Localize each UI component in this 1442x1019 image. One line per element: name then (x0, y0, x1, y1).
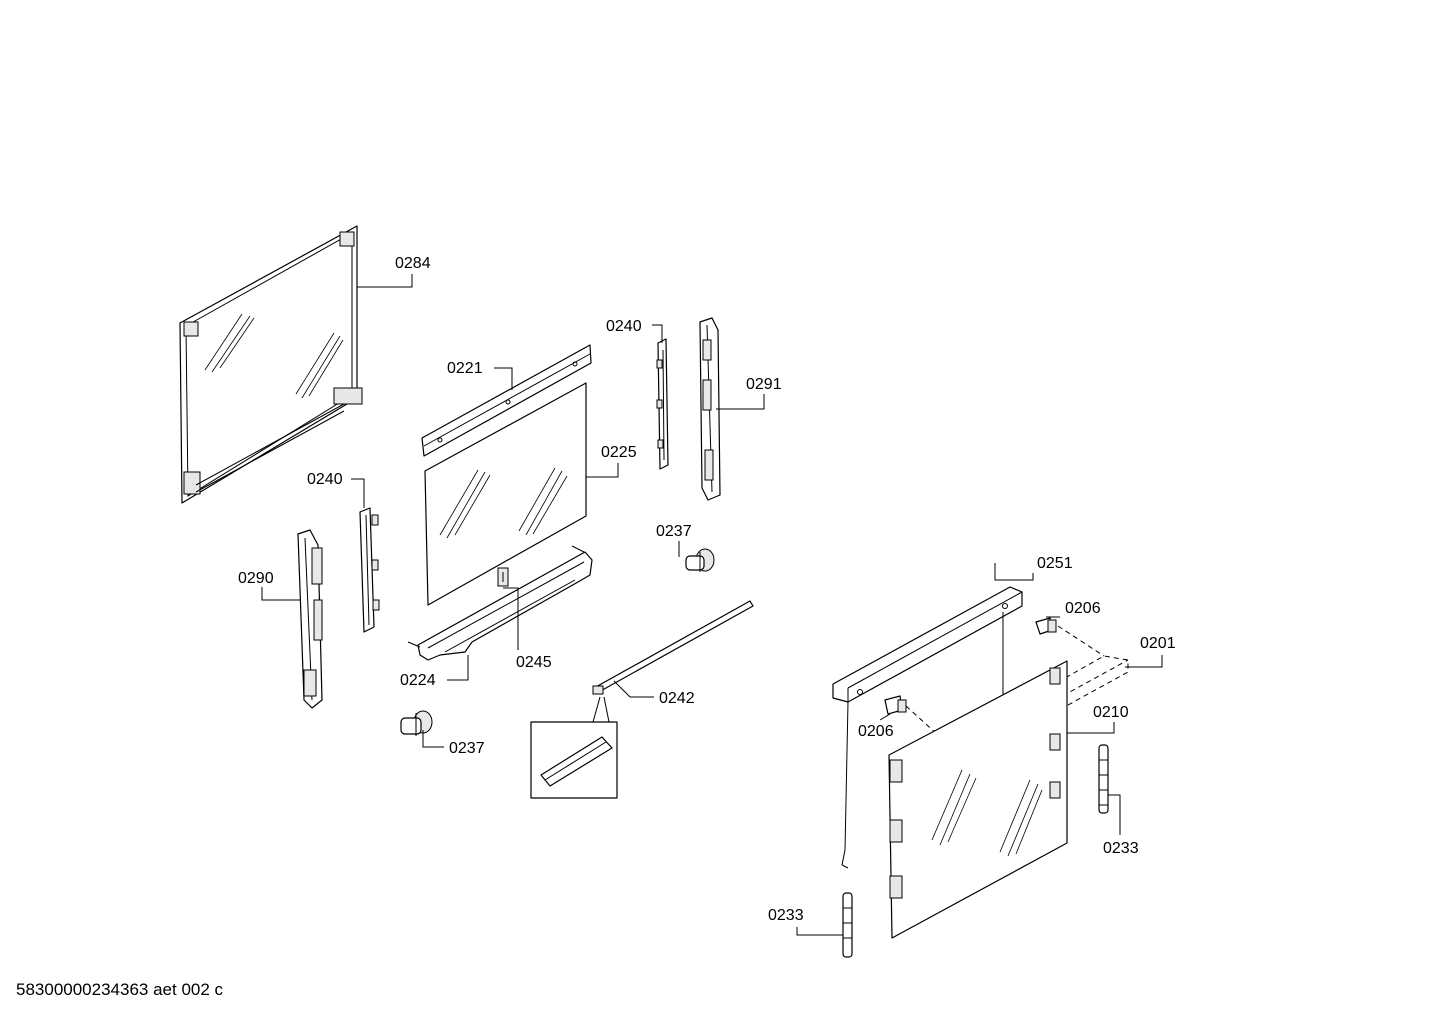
part-0225-middle-glass[interactable] (424, 382, 587, 606)
part-0291-right-bracket[interactable] (699, 317, 721, 501)
callout-0210: 0210 (1093, 704, 1129, 721)
callout-0237-left: 0237 (449, 740, 485, 757)
callout-0233-bottom: 0233 (768, 907, 804, 924)
callout-0221: 0221 (447, 360, 483, 377)
callout-0240-mid: 0240 (307, 471, 343, 488)
part-0237-plug-left[interactable] (400, 710, 433, 736)
part-0233-spacer-right[interactable] (1098, 744, 1109, 814)
callout-0242: 0242 (659, 690, 695, 707)
part-0240-top-rail[interactable] (656, 338, 669, 470)
callout-0237-right: 0237 (656, 523, 692, 540)
callout-0233-right: 0233 (1103, 840, 1139, 857)
callout-0290: 0290 (238, 570, 274, 587)
part-0233-spacer-bottom[interactable] (842, 892, 853, 958)
part-0251-door-top-rail[interactable] (832, 586, 1023, 869)
callout-0225: 0225 (601, 444, 637, 461)
glare-icon (204, 313, 344, 399)
callout-0284: 0284 (395, 255, 431, 272)
callout-0206-top: 0206 (1065, 600, 1101, 617)
leader-lines (261, 274, 1163, 936)
callout-0240-top: 0240 (606, 318, 642, 335)
part-0237-plug-right[interactable] (685, 548, 715, 572)
part-0284-back-glass[interactable] (179, 225, 363, 504)
part-0245-clip[interactable] (497, 567, 509, 587)
part-0224-lower-trim[interactable] (407, 545, 593, 661)
part-0290-left-bracket[interactable] (297, 529, 323, 709)
callout-0206-bottom: 0206 (858, 723, 894, 740)
document-id: 58300000234363 aet 002 c (16, 980, 224, 999)
glare-icon (439, 467, 568, 539)
callout-0251: 0251 (1037, 555, 1073, 572)
part-0240-mid-rail[interactable] (359, 507, 380, 633)
part-0210-outer-glass[interactable] (888, 660, 1068, 939)
part-0206-screw-bottom[interactable] (884, 695, 907, 715)
callout-0201: 0201 (1140, 635, 1176, 652)
part-0221-upper-trim[interactable] (421, 344, 592, 457)
callout-0245: 0245 (516, 654, 552, 671)
glare-icon (931, 769, 1043, 857)
part-0206-screw-top[interactable] (1035, 617, 1057, 635)
callout-0291: 0291 (746, 376, 782, 393)
callout-0224: 0224 (400, 672, 436, 689)
part-0242-seal[interactable] (530, 600, 754, 799)
